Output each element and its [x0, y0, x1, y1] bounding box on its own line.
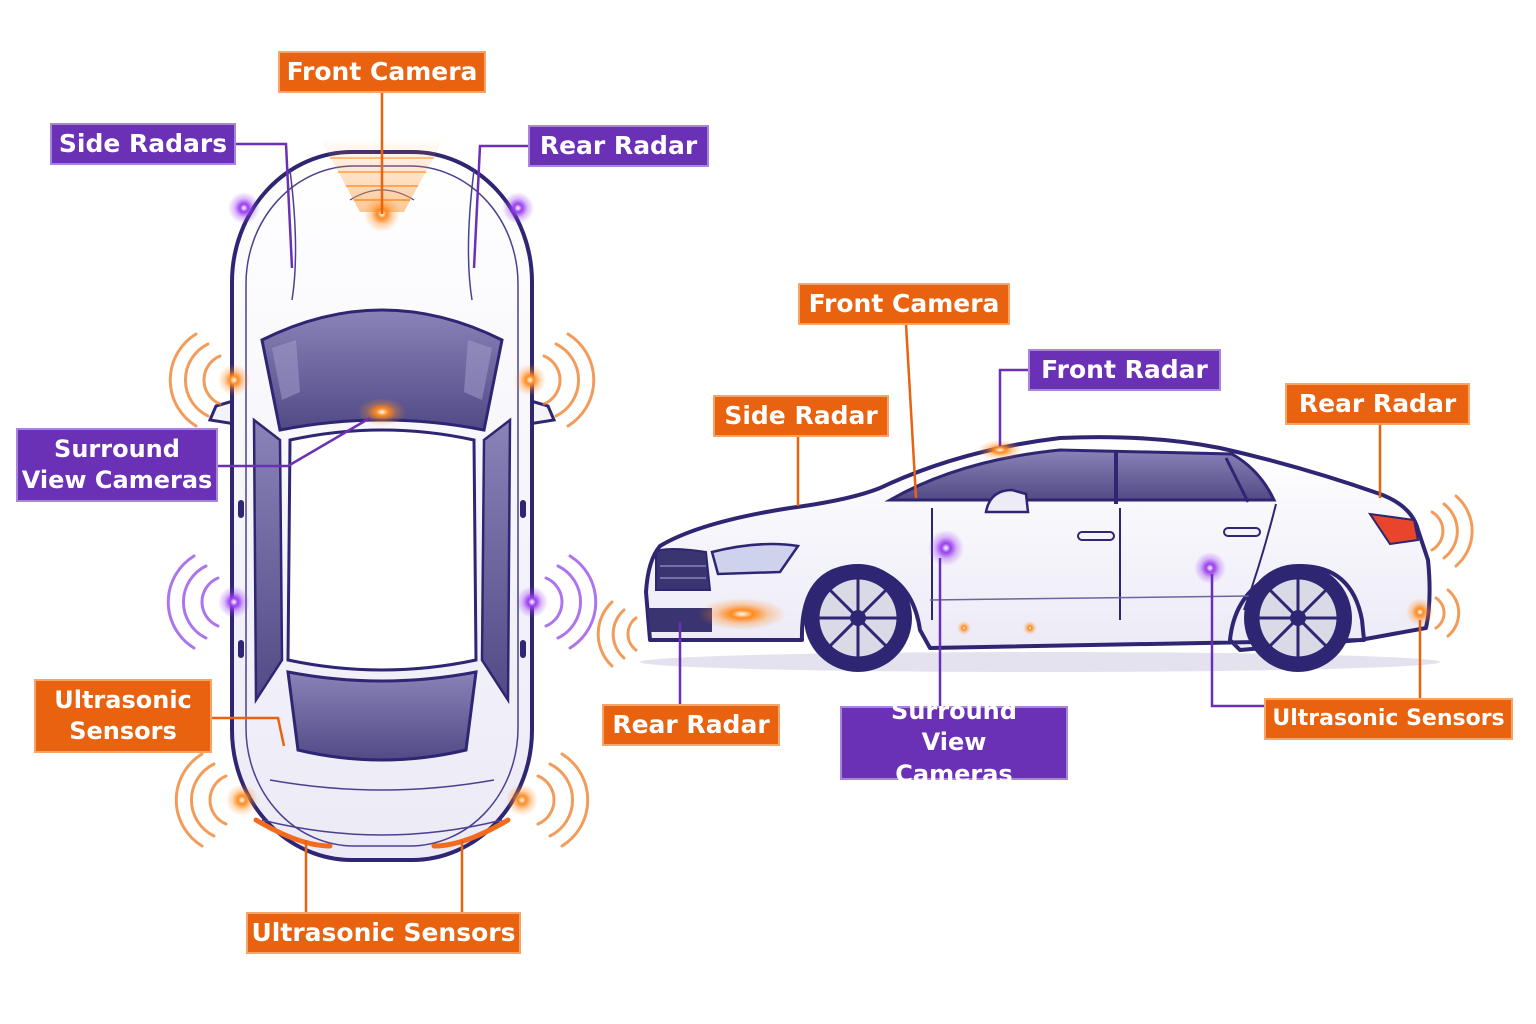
sensor-dot	[1406, 598, 1434, 626]
label-ultrasonic-sensors-bottom: Ultrasonic Sensors	[246, 912, 521, 954]
side-windows	[884, 448, 1277, 502]
top-view-car	[207, 150, 557, 862]
sensor-dot	[502, 192, 534, 224]
top-view-waves	[166, 332, 598, 848]
label-side-radar: Side Radar	[713, 395, 889, 437]
front-wheel	[804, 564, 912, 672]
headlight	[710, 542, 801, 576]
side-view-waves	[596, 494, 1474, 668]
label-ultrasonic-sensors-left: Ultrasonic Sensors	[34, 679, 212, 753]
sensor-dot	[506, 784, 538, 816]
side-view-car	[644, 435, 1432, 672]
side-view-sensors	[698, 440, 1434, 635]
rear-wheel	[1244, 564, 1352, 672]
label-ultrasonic-sensors-side: Ultrasonic Sensors	[1264, 698, 1513, 740]
label-rear-radar-bottom: Rear Radar	[602, 704, 780, 746]
label-front-camera-top: Front Camera	[278, 51, 486, 93]
sensor-dot	[957, 621, 971, 635]
windshield	[260, 308, 504, 432]
sensor-dot	[228, 192, 260, 224]
roof	[286, 428, 478, 672]
label-side-radars: Side Radars	[50, 123, 236, 165]
sensor-dot	[514, 364, 546, 396]
sensor-dot	[226, 784, 258, 816]
label-rear-radar-right: Rear Radar	[1285, 383, 1470, 425]
label-rear-radar-top: Rear Radar	[528, 125, 709, 167]
sensor-dot	[1194, 552, 1226, 584]
sensor-dot	[218, 364, 250, 396]
side-view-leaders	[678, 323, 1422, 708]
label-surround-view-cameras-side: Surround View Cameras	[840, 697, 1068, 788]
grille	[655, 548, 712, 591]
sensor-dot	[218, 586, 250, 618]
sensor-dot	[698, 598, 786, 630]
sensor-dot	[928, 530, 964, 566]
label-front-camera-side: Front Camera	[798, 283, 1010, 325]
sensor-dot	[516, 586, 548, 618]
rear-window	[286, 670, 478, 762]
tail-light	[1367, 512, 1420, 546]
sensor-dot	[1023, 621, 1037, 635]
label-front-radar: Front Radar	[1028, 349, 1221, 391]
label-surround-view-cameras-top: Surround View Cameras	[16, 428, 218, 502]
sensor-dot	[978, 440, 1022, 460]
top-view-leaders	[212, 92, 528, 912]
top-view-sensors	[218, 192, 548, 816]
